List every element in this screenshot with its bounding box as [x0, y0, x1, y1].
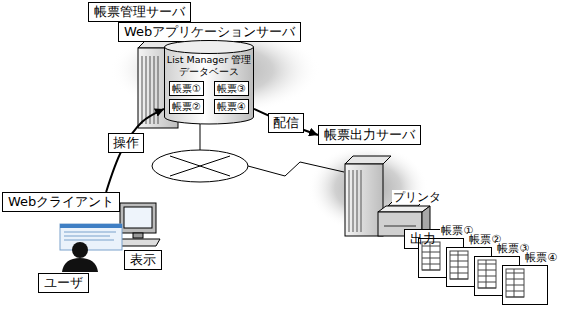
node-text: Webクライアント	[8, 194, 114, 209]
label-box: Webアプリケーションサーバ	[118, 22, 301, 42]
device-label: プリンタ	[392, 190, 442, 204]
sheet-rule	[478, 270, 496, 271]
sheet-rule	[422, 258, 440, 259]
form-box: 帳票①	[169, 81, 204, 96]
sheet-rule	[450, 273, 468, 274]
flow-arrow	[106, 109, 164, 192]
node-text: 表示	[130, 252, 156, 267]
network-link	[248, 162, 344, 176]
network-cross	[170, 156, 230, 176]
sheet-rule	[478, 282, 496, 283]
node-text: 帳票①	[172, 83, 201, 94]
sheet-outline	[502, 265, 548, 305]
edge-label: 操作	[108, 133, 144, 153]
form-box: 帳票②	[169, 99, 204, 114]
label-box: 帳票出力サーバ	[318, 125, 421, 145]
server-tower	[345, 164, 383, 236]
form-title: 帳票④	[524, 251, 558, 265]
node-text: List Manager 管理データベース	[164, 54, 254, 78]
node-text: ユーザ	[44, 275, 83, 290]
monitor-stand	[133, 233, 143, 238]
label-box: ユーザ	[38, 273, 89, 293]
network-cross	[170, 156, 230, 176]
node-text: 出力	[410, 231, 436, 246]
form-box: 帳票④	[214, 99, 249, 114]
cylinder-top	[165, 41, 254, 54]
database-cylinder: List Manager 管理データベース帳票① 帳票③ 帳票② 帳票④	[164, 40, 254, 124]
browser-image	[60, 224, 122, 250]
user-head	[72, 242, 88, 258]
node-text: 帳票④	[217, 101, 246, 112]
label-box: 表示	[124, 250, 162, 270]
sheet-rule	[486, 260, 487, 288]
sheet-rule	[450, 255, 468, 256]
edge-label: 配信	[268, 113, 304, 133]
sheet-grid	[506, 269, 524, 297]
sheet-rule	[506, 279, 524, 280]
node-text: 帳票②	[172, 101, 201, 112]
form-sheet: 帳票④	[502, 251, 558, 305]
sheet-rule	[478, 264, 496, 265]
sheet-rule	[422, 246, 440, 247]
sheet-grid	[450, 251, 468, 279]
sheet-rule	[458, 251, 459, 279]
node-text: 帳票出力サーバ	[324, 127, 415, 142]
printer-top	[378, 206, 430, 212]
browser-bar	[60, 224, 122, 228]
user-body	[62, 258, 98, 272]
server-top	[345, 156, 391, 164]
sheet-rule	[506, 273, 524, 274]
sheet-rule	[478, 276, 496, 277]
sheet-rule	[450, 261, 468, 262]
cylinder-body	[165, 47, 254, 124]
sheet-rule	[450, 267, 468, 268]
sheet-rule	[506, 291, 524, 292]
browser-lines	[64, 232, 116, 240]
sheet-rule	[514, 269, 515, 297]
sheet-rule	[422, 252, 440, 253]
server-stripes	[349, 170, 361, 232]
printer-slot	[384, 226, 416, 227]
sheet-grid	[478, 260, 496, 288]
form-box: 帳票③	[214, 81, 249, 96]
node-text: Webアプリケーションサーバ	[124, 24, 295, 39]
sheet-rule	[506, 285, 524, 286]
monitor	[120, 203, 156, 233]
sheet	[503, 266, 548, 305]
label-box: Webクライアント	[2, 192, 120, 212]
monitor-screen	[124, 207, 152, 228]
sheet-rule	[430, 242, 431, 270]
node-text: 帳票管理サーバ	[94, 4, 185, 19]
label-box: 帳票管理サーバ	[88, 2, 191, 22]
network-ellipse	[152, 150, 248, 182]
sheet-grid	[422, 242, 440, 270]
node-text: 帳票③	[217, 83, 246, 94]
sheet-rule	[422, 264, 440, 265]
flow-arrow	[254, 109, 318, 135]
